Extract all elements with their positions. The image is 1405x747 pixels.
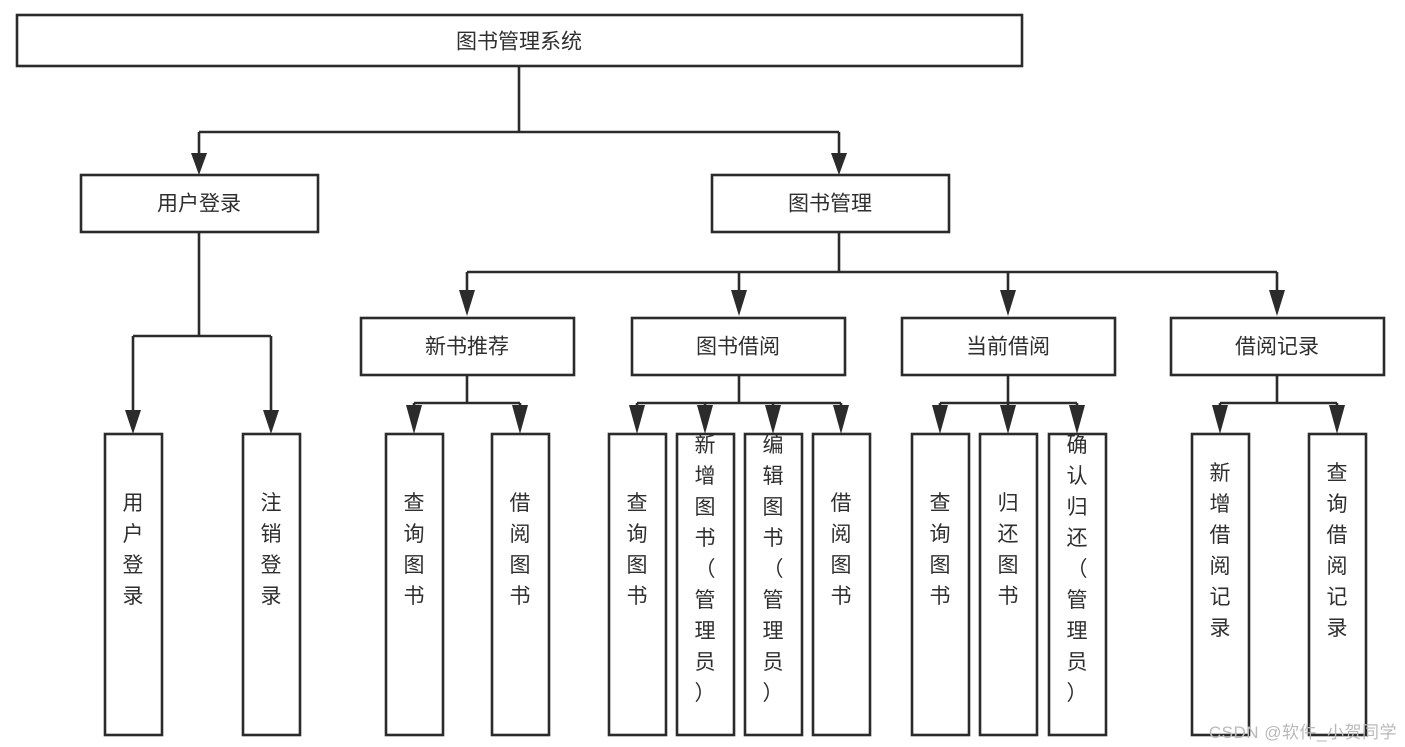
node-leaf-return-book-label: 归还图书	[998, 492, 1019, 608]
node-borrow-record-label: 借阅记录	[1235, 336, 1319, 359]
node-leaf-query-borrow-record-box[interactable]	[1307, 432, 1368, 737]
arrow-root-to-book-manage	[831, 153, 847, 175]
arrow-user-login-to-leaf1	[125, 410, 141, 434]
node-leaf-logout[interactable]: 注销登录	[241, 432, 302, 737]
node-leaf-borrow-book-2[interactable]: 借阅图书	[811, 432, 872, 737]
edge-group-borrow-record	[1212, 375, 1345, 434]
node-user-login[interactable]: 用户登录	[79, 173, 320, 234]
node-book-borrow-box[interactable]	[630, 316, 847, 377]
arrow-bb-to-leaf7	[765, 405, 781, 434]
node-leaf-confirm-return[interactable]: 确认归还（管理员）	[1047, 432, 1108, 737]
node-root-box[interactable]	[15, 13, 1024, 68]
node-leaf-add-borrow-record-box[interactable]	[1190, 432, 1251, 737]
node-current-borrow-box[interactable]	[900, 316, 1117, 377]
arrow-bb-to-leaf5	[629, 405, 645, 434]
arrow-cb-to-leaf9	[932, 405, 948, 434]
arrow-bb-to-leaf8	[833, 405, 849, 434]
node-leaf-edit-book[interactable]: 编辑图书（管理员）	[743, 432, 804, 737]
node-new-book-rec-label: 新书推荐	[425, 336, 509, 359]
node-leaf-add-book-box[interactable]	[675, 432, 736, 737]
edge-group-root	[191, 66, 847, 175]
node-leaf-query-book-2-label: 查询图书	[627, 492, 648, 608]
node-current-borrow[interactable]: 当前借阅	[900, 316, 1117, 377]
node-new-book-rec-box[interactable]	[359, 316, 576, 377]
arrow-root-to-user-login	[191, 153, 207, 175]
arrow-cb-to-leaf11	[1069, 405, 1085, 434]
node-leaf-query-book-3-label: 查询图书	[930, 492, 951, 608]
node-leaf-edit-book-label: 编辑图书（管理员）	[763, 434, 784, 705]
node-leaf-return-book[interactable]: 归还图书	[978, 432, 1039, 737]
node-leaf-query-book-2[interactable]: 查询图书	[607, 432, 668, 737]
node-book-manage[interactable]: 图书管理	[710, 173, 951, 234]
node-leaf-query-book-1-label: 查询图书	[404, 492, 425, 608]
arrow-cb-to-leaf10	[1000, 405, 1016, 434]
node-leaf-borrow-book-2-label: 借阅图书	[831, 492, 852, 608]
arrow-br-to-leaf13	[1329, 405, 1345, 434]
node-borrow-record[interactable]: 借阅记录	[1169, 316, 1386, 377]
edge-group-new-book-rec	[406, 375, 528, 434]
node-root[interactable]: 图书管理系统	[15, 13, 1024, 68]
arrow-user-login-to-leaf2	[263, 410, 279, 434]
node-leaf-user-login[interactable]: 用户登录	[103, 432, 164, 737]
node-leaf-logout-label: 注销登录	[261, 492, 282, 608]
node-current-borrow-label: 当前借阅	[966, 336, 1050, 359]
node-leaf-borrow-book-1[interactable]: 借阅图书	[490, 432, 551, 737]
node-root-label: 图书管理系统	[456, 31, 582, 54]
arrow-nbr-to-leaf3	[406, 405, 422, 434]
node-leaf-query-book-1-box[interactable]	[384, 432, 445, 737]
node-leaf-borrow-book-2-box[interactable]	[811, 432, 872, 737]
node-leaf-return-book-box[interactable]	[978, 432, 1039, 737]
node-leaf-user-login-label: 用户登录	[123, 492, 144, 608]
csdn-watermark: CSDN @软件_小贺同学	[1208, 723, 1397, 742]
node-leaf-query-borrow-record[interactable]: 查询借阅记录	[1307, 432, 1368, 737]
node-user-login-label: 用户登录	[157, 193, 241, 216]
node-leaf-logout-box[interactable]	[241, 432, 302, 737]
node-user-login-box[interactable]	[79, 173, 320, 234]
arrow-bm-to-borrowrecord	[1269, 290, 1285, 316]
node-new-book-rec[interactable]: 新书推荐	[359, 316, 576, 377]
node-leaf-add-borrow-record-label: 新增借阅记录	[1210, 462, 1231, 640]
node-leaf-borrow-book-1-label: 借阅图书	[510, 492, 531, 608]
node-leaf-edit-book-box[interactable]	[743, 432, 804, 737]
arrow-nbr-to-leaf4	[512, 405, 528, 434]
node-leaf-confirm-return-label: 确认归还（管理员）	[1067, 434, 1088, 705]
arrow-bm-to-newbook	[459, 290, 475, 316]
edge-group-book-manage	[459, 232, 1285, 316]
node-book-borrow[interactable]: 图书借阅	[630, 316, 847, 377]
edge-group-user-login	[125, 232, 279, 434]
node-leaf-query-book-3[interactable]: 查询图书	[910, 432, 971, 737]
arrow-bm-to-bookborrow	[731, 290, 747, 316]
node-leaf-query-book-2-box[interactable]	[607, 432, 668, 737]
node-leaf-query-book-1[interactable]: 查询图书	[384, 432, 445, 737]
arrow-br-to-leaf12	[1212, 405, 1228, 434]
node-leaf-borrow-book-1-box[interactable]	[490, 432, 551, 737]
edge-group-book-borrow	[629, 375, 849, 434]
node-leaf-add-borrow-record[interactable]: 新增借阅记录	[1190, 432, 1251, 737]
node-leaf-add-book[interactable]: 新增图书（管理员）	[675, 432, 736, 737]
node-leaf-query-borrow-record-label: 查询借阅记录	[1327, 462, 1348, 640]
edge-group-current-borrow	[932, 375, 1085, 434]
node-leaf-confirm-return-box[interactable]	[1047, 432, 1108, 737]
node-borrow-record-box[interactable]	[1169, 316, 1386, 377]
node-leaf-add-book-label: 新增图书（管理员）	[695, 434, 716, 705]
node-book-borrow-label: 图书借阅	[696, 336, 780, 359]
node-book-manage-label: 图书管理	[788, 193, 872, 216]
node-leaf-query-book-3-box[interactable]	[910, 432, 971, 737]
arrow-bb-to-leaf6	[697, 405, 713, 434]
node-leaf-user-login-box[interactable]	[103, 432, 164, 737]
arrow-bm-to-currentborrow	[1000, 290, 1016, 316]
node-book-manage-box[interactable]	[710, 173, 951, 234]
